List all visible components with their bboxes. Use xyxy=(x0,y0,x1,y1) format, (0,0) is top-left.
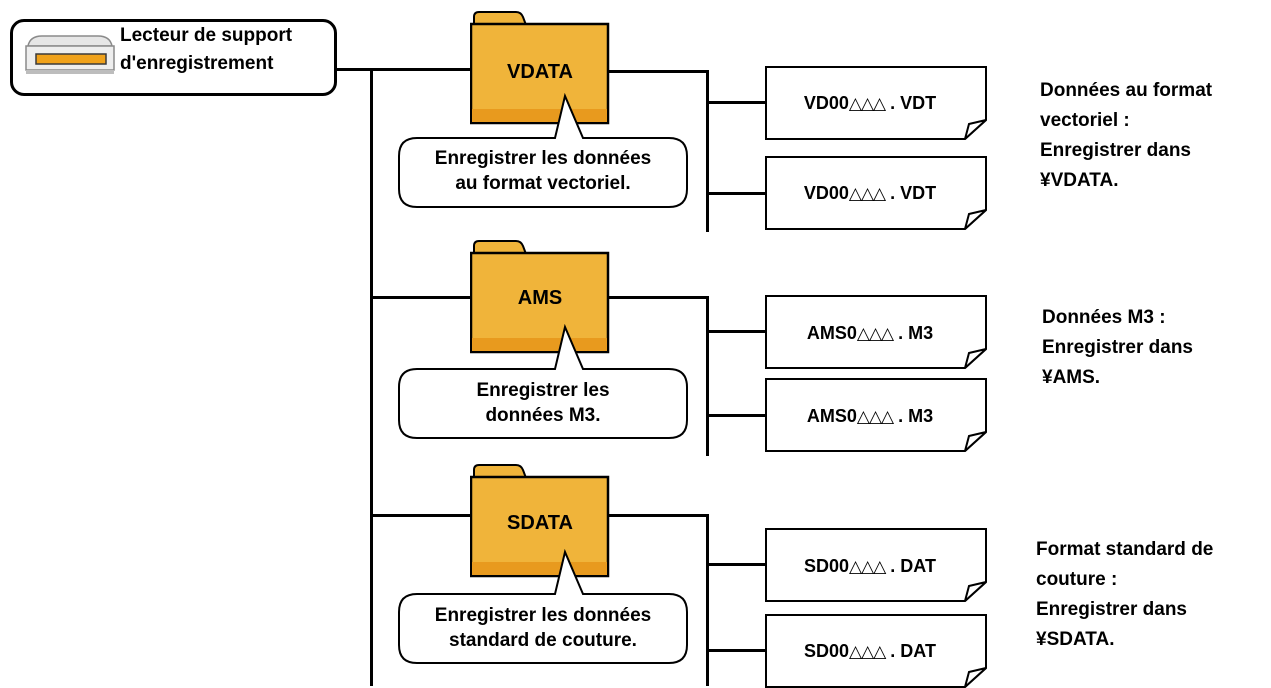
ams-out-line xyxy=(608,296,709,299)
callout-vdata xyxy=(398,93,688,208)
branch-vdata-line xyxy=(370,68,470,71)
callout-ams-line1: Enregistrer les xyxy=(476,380,610,401)
sdata-file2-line xyxy=(706,649,766,652)
callout-ams-line2: données M3. xyxy=(485,405,601,426)
file-vdata-1-prefix: VD00 xyxy=(803,93,849,113)
file-ams-1-label: AMS0△△△ . M3 xyxy=(765,323,975,344)
file-vdata-2-prefix: VD00 xyxy=(803,183,849,203)
file-ams-2-marks: △△△ xyxy=(856,407,894,426)
file-sdata-2-marks: △△△ xyxy=(849,642,886,661)
file-sdata-2-ext: . DAT xyxy=(890,641,936,661)
file-vdata-1-icon[interactable] xyxy=(765,66,987,140)
folder-sdata-label: SDATA xyxy=(507,512,573,534)
file-ams-1-prefix: AMS0 xyxy=(806,323,857,343)
file-vdata-2-ext: . VDT xyxy=(890,183,937,203)
sdata-file1-line xyxy=(706,563,766,566)
folder-vdata-label: VDATA xyxy=(507,61,573,83)
file-vdata-2-marks: △△△ xyxy=(848,184,886,203)
file-vdata-1-marks: △△△ xyxy=(848,94,886,113)
description-vdata-line3: Enregistrer dans xyxy=(1040,140,1191,161)
description-sdata: Format standard de couture : Enregistrer… xyxy=(1036,535,1213,655)
file-sdata-1-prefix: SD00 xyxy=(804,556,850,576)
callout-sdata-line1: Enregistrer les données xyxy=(434,605,652,626)
description-vdata-line2: vectoriel : xyxy=(1040,110,1130,131)
callout-vdata-line2: au format vectoriel. xyxy=(455,173,631,194)
callout-vdata-line1: Enregistrer les données xyxy=(434,148,652,169)
callout-sdata-text: Enregistrer les données standard de cout… xyxy=(399,603,687,653)
folder-vdata-icon[interactable] xyxy=(470,5,610,125)
description-ams-line1: Données M3 : xyxy=(1042,307,1166,328)
file-ams-1-ext: . M3 xyxy=(898,323,934,343)
file-vdata-2-label: VD00△△△ . VDT xyxy=(765,183,975,204)
vdata-file2-line xyxy=(706,192,766,195)
folder-sdata-icon[interactable] xyxy=(470,458,610,578)
file-ams-2-ext: . M3 xyxy=(898,406,934,426)
folder-ams-label: AMS xyxy=(517,287,563,309)
callout-ams-text: Enregistrer les données M3. xyxy=(399,378,687,428)
callout-vdata-text: Enregistrer les données au format vector… xyxy=(399,146,687,196)
root-connector xyxy=(337,68,373,71)
sdata-out-line xyxy=(608,514,709,517)
description-sdata-line1: Format standard de xyxy=(1036,539,1214,560)
vdata-files-trunk xyxy=(706,70,709,232)
file-ams-2-icon[interactable] xyxy=(765,378,987,452)
description-ams-line2: Enregistrer dans xyxy=(1042,337,1193,358)
file-vdata-1-ext: . VDT xyxy=(890,93,937,113)
description-ams: Données M3 : Enregistrer dans ¥AMS. xyxy=(1042,303,1193,393)
file-vdata-1-label: VD00△△△ . VDT xyxy=(765,93,975,114)
main-trunk-line xyxy=(370,68,373,686)
file-sdata-1-ext: . DAT xyxy=(890,556,936,576)
ams-file2-line xyxy=(706,414,766,417)
description-vdata: Données au format vectoriel : Enregistre… xyxy=(1040,76,1212,196)
media-drive-label-line1: Lecteur de support xyxy=(120,25,293,46)
branch-sdata-line xyxy=(370,514,470,517)
file-sdata-2-prefix: SD00 xyxy=(804,641,850,661)
file-sdata-1-icon[interactable] xyxy=(765,528,987,602)
file-sdata-1-marks: △△△ xyxy=(849,557,886,576)
file-ams-1-icon[interactable] xyxy=(765,295,987,369)
file-ams-2-prefix: AMS0 xyxy=(806,406,857,426)
media-drive-label: Lecteur de support d'enregistrement xyxy=(120,22,292,78)
ams-files-trunk xyxy=(706,296,709,456)
description-vdata-line4: ¥VDATA. xyxy=(1040,170,1119,191)
file-ams-1-marks: △△△ xyxy=(856,324,894,343)
file-sdata-2-icon[interactable] xyxy=(765,614,987,688)
media-drive-label-line2: d'enregistrement xyxy=(120,53,274,74)
branch-ams-line xyxy=(370,296,470,299)
callout-sdata-line2: standard de couture. xyxy=(449,630,637,651)
file-vdata-2-icon[interactable] xyxy=(765,156,987,230)
description-vdata-line1: Données au format xyxy=(1040,80,1213,101)
file-sdata-1-label: SD00△△△ . DAT xyxy=(765,556,975,577)
ams-file1-line xyxy=(706,330,766,333)
callout-sdata xyxy=(398,549,688,664)
vdata-out-line xyxy=(608,70,709,73)
vdata-file1-line xyxy=(706,101,766,104)
description-ams-line3: ¥AMS. xyxy=(1042,367,1101,388)
media-drive-icon xyxy=(25,35,115,74)
sdata-files-trunk xyxy=(706,514,709,686)
callout-ams xyxy=(398,324,688,439)
file-sdata-2-label: SD00△△△ . DAT xyxy=(765,641,975,662)
description-sdata-line4: ¥SDATA. xyxy=(1036,629,1115,650)
file-ams-2-label: AMS0△△△ . M3 xyxy=(765,406,975,427)
description-sdata-line2: couture : xyxy=(1036,569,1118,590)
description-sdata-line3: Enregistrer dans xyxy=(1036,599,1187,620)
